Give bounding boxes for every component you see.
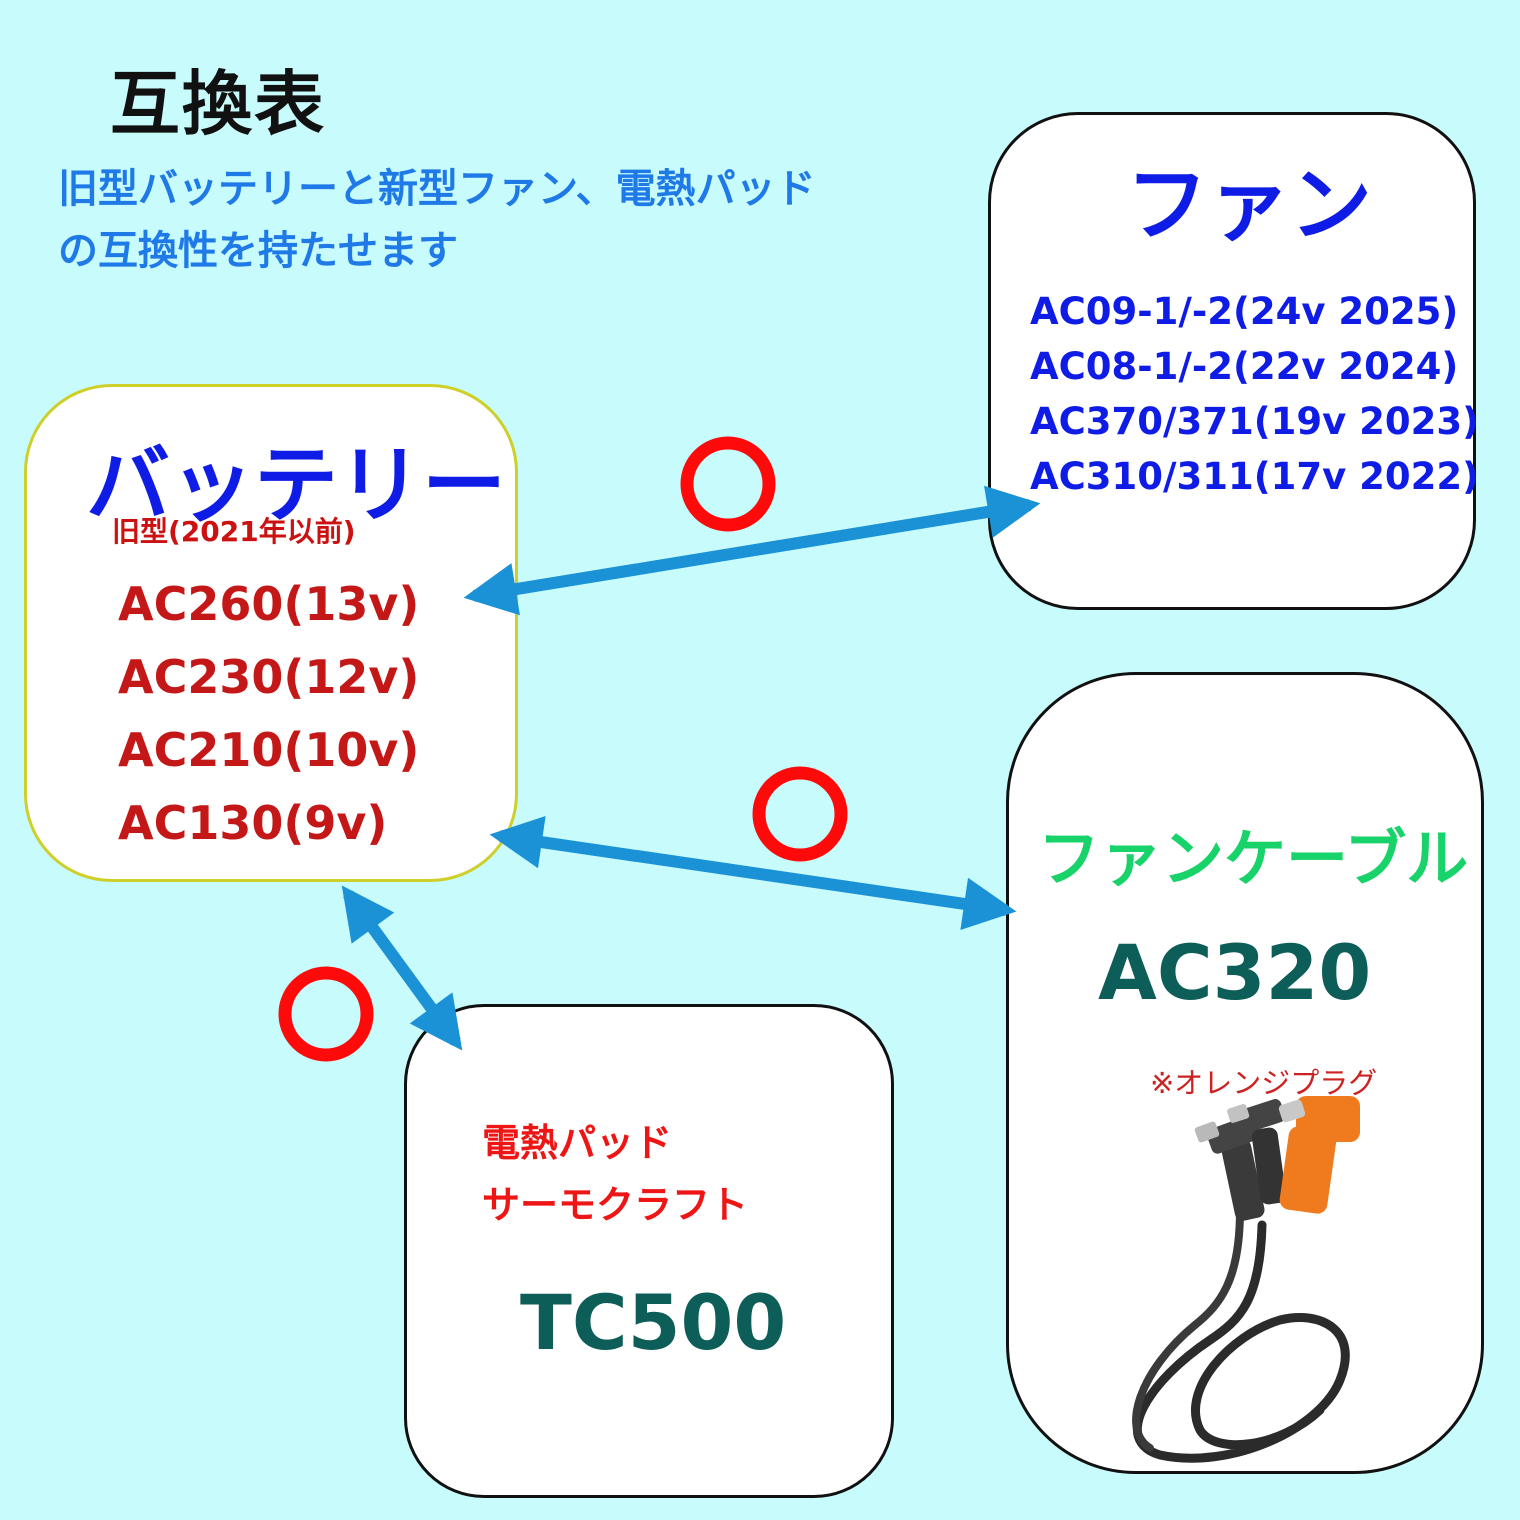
subtitle-line-2: の互換性を持たせます	[58, 228, 458, 274]
battery-heading: バッテリー	[86, 436, 507, 534]
fan-model: AC370/371(19v 2023)	[1030, 400, 1480, 443]
fan-cable-heading: ファンケーブル	[1038, 822, 1469, 895]
compat-circle-cable	[752, 766, 848, 862]
heat-pad-label: 電熱パッド	[482, 1121, 673, 1165]
battery-subheading: 旧型(2021年以前)	[112, 515, 356, 548]
heat-pad-model: TC500	[520, 1278, 787, 1367]
arrow-battery-cable	[489, 815, 1017, 931]
compat-circle-pad	[278, 966, 374, 1062]
battery-model: AC260(13v)	[118, 577, 420, 631]
subtitle: 旧型バッテリーと新型ファン、電熱パッド の互換性を持たせます	[58, 158, 816, 282]
fan-cable-image	[1132, 1096, 1360, 1463]
heat-pad-brand: サーモクラフト	[482, 1183, 749, 1227]
fan-model: AC08-1/-2(22v 2024)	[1030, 345, 1459, 388]
arrow-battery-fan	[463, 485, 1041, 616]
battery-model: AC230(12v)	[118, 650, 420, 704]
heat-pad-box	[404, 1004, 894, 1498]
fan-heading: ファン	[1126, 158, 1373, 253]
battery-model-list: AC260(13v) AC230(12v) AC210(10v) AC130(9…	[118, 568, 419, 860]
subtitle-line-1: 旧型バッテリーと新型ファン、電熱パッド	[58, 166, 816, 212]
arrow-battery-pad	[341, 885, 463, 1051]
compat-circle-fan	[680, 436, 776, 532]
fan-model: AC09-1/-2(24v 2025)	[1030, 290, 1459, 333]
battery-model: AC210(10v)	[118, 723, 420, 777]
fan-model: AC310/311(17v 2022)	[1030, 455, 1480, 498]
battery-box	[24, 384, 518, 882]
fan-cable-model: AC320	[1098, 928, 1372, 1017]
fan-cable-note: ※オレンジプラグ	[1150, 1066, 1378, 1100]
fan-box	[988, 112, 1476, 610]
fan-model-list: AC09-1/-2(24v 2025) AC08-1/-2(22v 2024) …	[1030, 284, 1479, 504]
battery-model: AC130(9v)	[118, 796, 388, 850]
page-title: 互換表	[110, 63, 326, 145]
